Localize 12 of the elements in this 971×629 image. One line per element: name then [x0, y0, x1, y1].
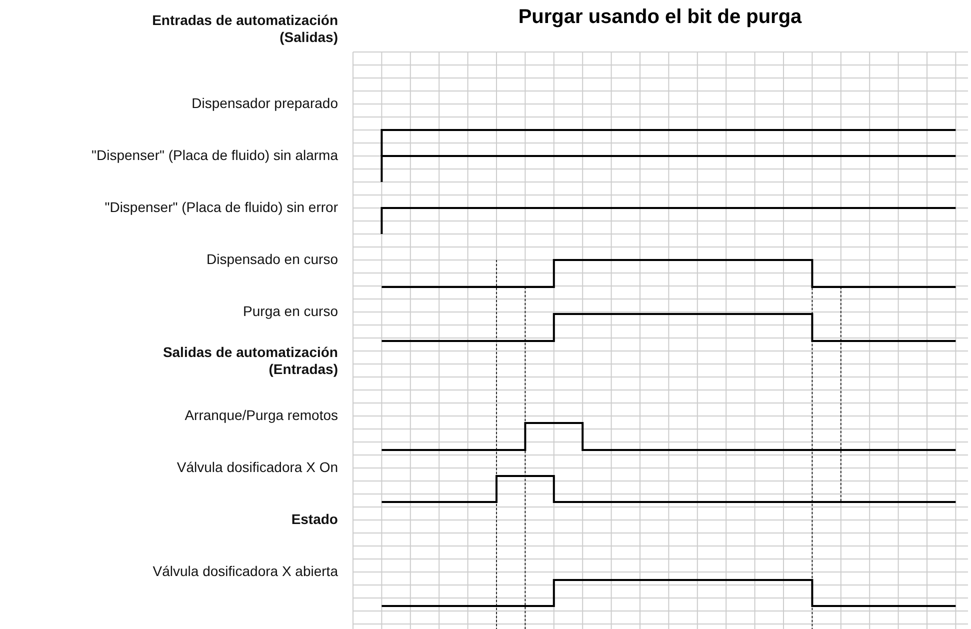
section-heading: Salidas de automatización (Entradas) [162, 344, 338, 378]
signal-label: Dispensador preparado [190, 95, 338, 112]
signal-label: "Dispenser" (Placa de fluido) sin error [104, 199, 338, 216]
signal-label: Purga en curso [242, 303, 338, 320]
diagram-title: Purgar usando el bit de purga [517, 6, 803, 29]
signal-label: Válvula dosificadora X abierta [152, 563, 338, 580]
signal-label: "Dispenser" (Placa de fluido) sin alarma [90, 147, 338, 164]
signal-label: Dispensado en curso [205, 251, 338, 268]
section-heading: Estado [290, 511, 338, 528]
section-heading: Entradas de automatización (Salidas) [151, 12, 338, 46]
signal-label: Arranque/Purga remotos [184, 407, 338, 424]
signal-label: Válvula dosificadora X On [176, 459, 338, 476]
